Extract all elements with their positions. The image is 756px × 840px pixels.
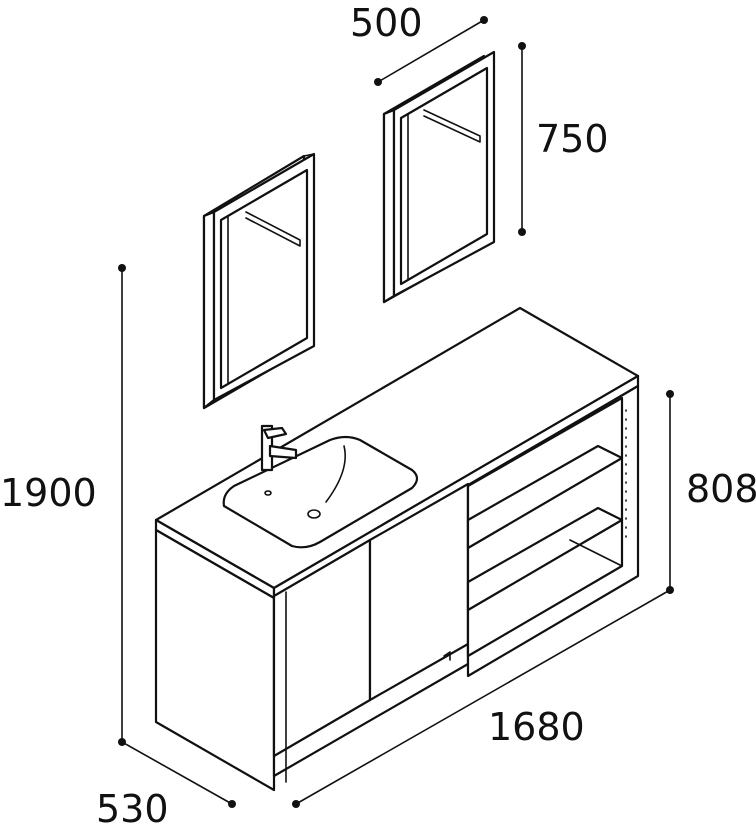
open-shelf-unit	[466, 384, 640, 678]
dimension-label-total-height: 1900	[0, 471, 97, 515]
dimension-label-total-width: 1680	[488, 705, 585, 749]
dimension-lines	[118, 16, 674, 808]
dimension-label-mirror-width: 500	[350, 1, 423, 45]
vanity-cabinet	[154, 306, 640, 792]
left-mirror	[202, 152, 316, 410]
right-mirror	[382, 50, 496, 304]
sink-basin	[222, 435, 419, 549]
dimension-label-mirror-height: 750	[536, 117, 609, 161]
dimension-label-counter-height: 808	[686, 467, 756, 511]
dimension-label-depth: 530	[96, 787, 169, 831]
faucet	[260, 424, 298, 472]
